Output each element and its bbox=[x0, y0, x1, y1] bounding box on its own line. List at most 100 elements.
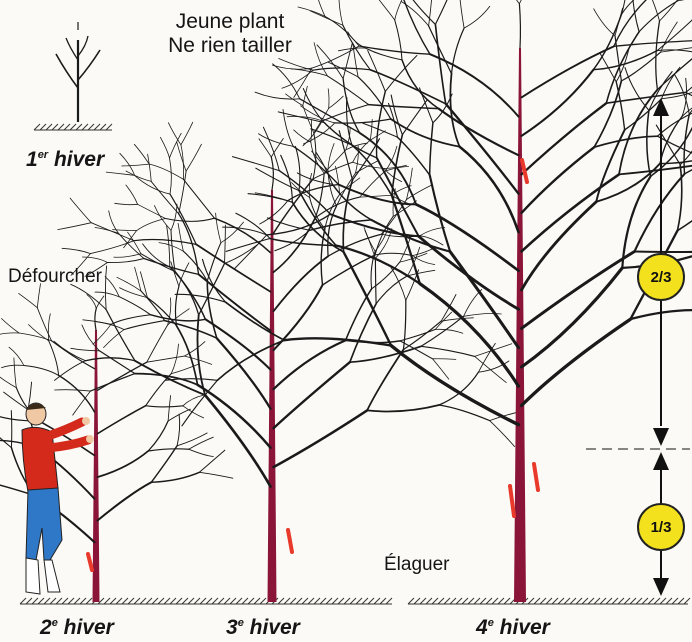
boot bbox=[26, 558, 40, 594]
upper-fraction-badge: 2/3 bbox=[637, 253, 685, 301]
branch bbox=[271, 157, 273, 190]
trees bbox=[0, 0, 692, 602]
ground-hatch bbox=[666, 598, 672, 604]
branch bbox=[166, 379, 218, 381]
ground-hatch bbox=[20, 598, 26, 604]
ground-hatch bbox=[32, 598, 38, 604]
branch bbox=[360, 171, 386, 197]
cut-mark bbox=[88, 554, 92, 570]
branch bbox=[392, 135, 403, 196]
ground-hatch bbox=[50, 598, 56, 604]
ground-hatch bbox=[224, 598, 230, 604]
branch bbox=[105, 277, 119, 297]
branch bbox=[111, 315, 150, 325]
branch bbox=[114, 254, 141, 258]
branch bbox=[71, 284, 106, 309]
branch bbox=[170, 158, 172, 194]
branch bbox=[419, 236, 519, 309]
ground-hatch bbox=[200, 598, 206, 604]
ground-hatch bbox=[444, 598, 450, 604]
branch bbox=[395, 20, 402, 60]
branch bbox=[117, 277, 141, 291]
ground-hatch bbox=[254, 598, 260, 604]
branch bbox=[460, 147, 519, 233]
branch bbox=[367, 405, 439, 411]
branch bbox=[287, 116, 322, 121]
ground-hatch bbox=[236, 598, 242, 604]
cut-mark bbox=[522, 160, 527, 182]
ground-hatch bbox=[242, 598, 248, 604]
ground-hatch bbox=[62, 598, 68, 604]
ground-hatch bbox=[56, 598, 62, 604]
ground-hatch bbox=[534, 598, 540, 604]
branch bbox=[151, 181, 179, 213]
ground-hatch bbox=[492, 598, 498, 604]
ground-hatch bbox=[386, 598, 392, 604]
hand bbox=[82, 417, 90, 425]
ground-hatch bbox=[284, 598, 290, 604]
ground-hatch bbox=[368, 598, 374, 604]
branch bbox=[181, 145, 184, 180]
branch bbox=[660, 117, 682, 164]
ground-hatch bbox=[672, 598, 678, 604]
ground-hatch bbox=[40, 124, 46, 130]
ground-hatch bbox=[344, 598, 350, 604]
branch bbox=[141, 291, 165, 321]
branch bbox=[167, 225, 170, 267]
ground-hatch bbox=[462, 598, 468, 604]
branch bbox=[657, 46, 692, 89]
branch bbox=[147, 356, 185, 362]
branch bbox=[55, 390, 91, 391]
ground-hatch bbox=[70, 124, 76, 130]
branch bbox=[464, 6, 490, 28]
branch bbox=[274, 362, 350, 428]
branch bbox=[274, 285, 323, 350]
branch bbox=[522, 70, 594, 136]
ground-hatch bbox=[332, 598, 338, 604]
branch bbox=[170, 133, 182, 158]
elaguer-label: Élaguer bbox=[384, 554, 450, 576]
trunk bbox=[93, 330, 100, 602]
branch bbox=[656, 125, 680, 165]
branch bbox=[435, 24, 445, 103]
branch bbox=[151, 472, 199, 482]
branch bbox=[635, 251, 692, 252]
branch bbox=[189, 437, 214, 449]
branch bbox=[274, 410, 368, 467]
ground-hatch bbox=[558, 598, 564, 604]
stage-4-suffix: e bbox=[488, 617, 494, 629]
branch bbox=[435, 329, 462, 333]
branch bbox=[144, 259, 199, 275]
ground-hatch bbox=[380, 598, 386, 604]
ground-hatch bbox=[648, 598, 654, 604]
branch bbox=[216, 213, 221, 243]
sapling-branch bbox=[56, 54, 78, 88]
branch bbox=[98, 406, 146, 434]
branch bbox=[91, 223, 134, 241]
sapling-branch bbox=[66, 38, 78, 60]
branch bbox=[199, 472, 232, 478]
branch bbox=[98, 451, 149, 477]
branch bbox=[255, 92, 300, 99]
ground-hatch bbox=[88, 124, 94, 130]
ground-hatch bbox=[678, 598, 684, 604]
stage-4-label: 4e hiver bbox=[476, 616, 550, 640]
ground-hatch bbox=[80, 598, 86, 604]
ground-hatch bbox=[106, 124, 112, 130]
ground-hatch bbox=[504, 598, 510, 604]
branch bbox=[205, 395, 270, 487]
ground-hatch bbox=[338, 598, 344, 604]
ground-hatch bbox=[326, 598, 332, 604]
stage-1-word: hiver bbox=[54, 148, 104, 171]
ground-hatch bbox=[68, 598, 74, 604]
branch bbox=[435, 0, 455, 24]
stage-4-number: 4 bbox=[476, 616, 488, 639]
ground-hatch bbox=[618, 598, 624, 604]
branch bbox=[259, 134, 294, 147]
branch bbox=[519, 4, 520, 48]
gardener-figure bbox=[22, 403, 94, 594]
branch bbox=[594, 81, 621, 147]
branch bbox=[282, 70, 313, 88]
branch bbox=[490, 421, 515, 447]
branch bbox=[267, 218, 309, 230]
